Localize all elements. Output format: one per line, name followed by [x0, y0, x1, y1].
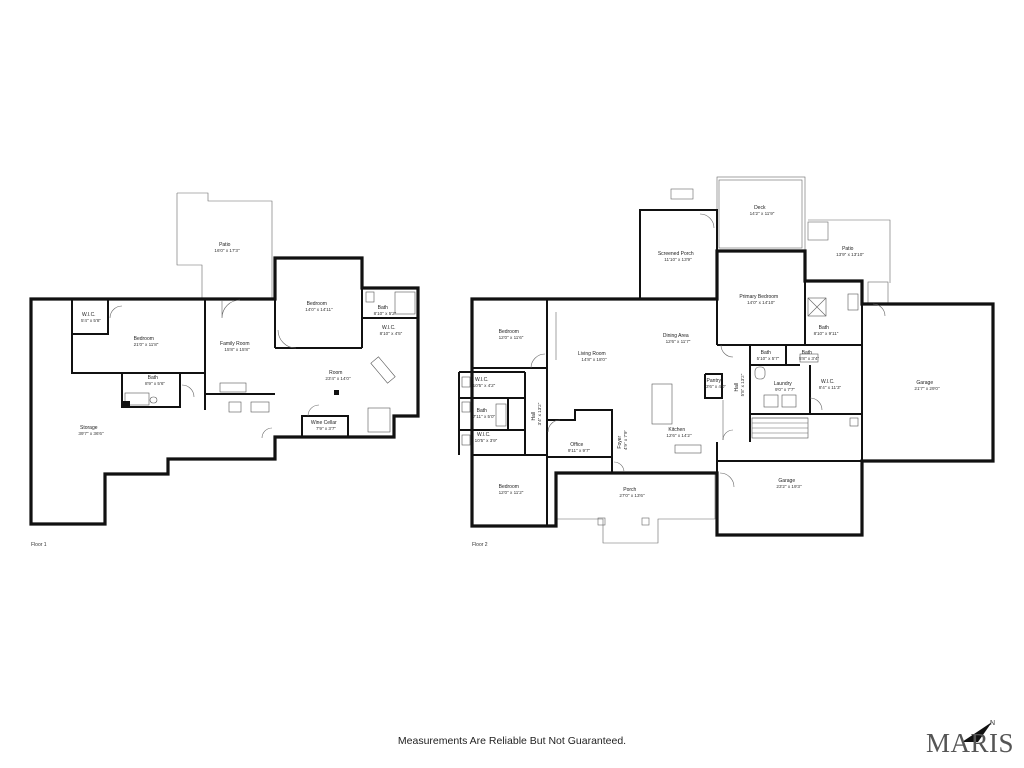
room-bedroom-f1-east: Bedroom 14'0" x 14'11" [305, 292, 333, 312]
room-bath-f2-c: Bath 7'11" x 5'0" [473, 399, 496, 419]
room-dining-area: Dining Area 12'6" x 11'7" [663, 324, 693, 344]
room-bath-f2-b: Bath 5'8" x 3'4" [799, 341, 819, 361]
room-primary-bedroom: Primary Bedroom 14'0" x 14'10" [739, 285, 782, 305]
room-bedroom-f2-south: Bedroom 12'0" x 11'2" [499, 475, 524, 495]
floor-1-outer-wall [29, 256, 420, 526]
room-bedroom-f2-north: Bedroom 12'0" x 11'6" [499, 320, 524, 340]
room-bath-primary: Bath 8'10" x 9'11" [814, 316, 839, 336]
room-hall-f2: Hall 5'8" x 13'2" [725, 373, 745, 396]
room-bath-f1-lower: Bath 8'9" x 5'6" [145, 366, 165, 386]
compass-arrow-icon: N [962, 720, 995, 742]
room-family-room: Family Room 15'8" x 15'8" [220, 332, 254, 352]
room-living-room: Living Room 14'8" x 18'0" [578, 342, 610, 362]
room-bedroom-f1-west: Bedroom 21'0" x 11'8" [134, 327, 159, 347]
floor-2-label: Floor 2 [472, 542, 488, 548]
compass-north-letter: N [990, 720, 995, 727]
room-storage: Storage 39'7" x 36'6" [78, 416, 104, 436]
room-garage-small: Garage 23'2" x 19'3" [776, 469, 802, 489]
room-pantry: Pantry 3'6" x 4'0" [706, 369, 726, 389]
room-wic-f2-c: W.I.C. 10'5" x 3'9" [475, 423, 498, 443]
room-bath-f1-upper: Bath 8'10" x 5'2" [374, 296, 397, 316]
floor-1-label: Floor 1 [31, 542, 47, 548]
room-bath-f2-a: Bath 5'10" x 5'7" [757, 341, 780, 361]
floor-2-outer-wall [470, 249, 995, 537]
floor-1-plan: Patio 16'0" x 17'3" W.I.C. 5'4" x 5'8" B… [29, 192, 420, 548]
svg-text:Hall 3'4" x 13'2": Hall 3'4" x 13'2" [522, 402, 542, 425]
room-wic-f1: W.I.C. 5'4" x 5'8" [81, 303, 101, 323]
maris-logo: MARIS [926, 728, 1015, 758]
room-kitchen: Kitchen 12'6" x 14'2" [666, 418, 692, 438]
disclaimer-text: Measurements Are Reliable But Not Guaran… [397, 735, 627, 747]
room-office: Office 9'11" x 9'7" [568, 433, 591, 453]
room-wic-f1-east: W.I.C. 8'10" x 4'5" [380, 316, 403, 336]
room-laundry: Laundry 9'0" x 7'7" [774, 372, 797, 392]
room-porch: Porch 27'0" x 13'6" [619, 478, 645, 498]
room-garage-large: Garage 21'7" x 29'0" [914, 371, 940, 391]
svg-text:Hall 5'8" x 13'2": Hall 5'8" x 13'2" [725, 373, 745, 396]
room-wic-f2-b: W.I.C. 8'4" x 11'3" [819, 370, 842, 390]
room-patio-f2: Patio 13'9" x 13'10" [836, 237, 864, 257]
room-foyer: Foyer 4'9" x 7'9" [608, 430, 628, 450]
floor-2-plan: Deck 14'2" x 11'9" Patio 13'9" x 13'10" … [458, 176, 995, 548]
room-patio-f1: Patio 16'0" x 17'3" [214, 233, 240, 253]
room-screened-porch: Screened Porch 11'10" x 13'9" [658, 242, 698, 262]
svg-text:Foyer 4'9" x 7'9": Foyer 4'9" x 7'9" [608, 430, 628, 450]
room-wine-cellar: Wine Cellar 7'9" x 3'7" [311, 411, 341, 431]
room-wic-f2-a: W.I.C. 10'5" x 4'2" [473, 368, 496, 388]
room-deck: Deck 14'2" x 11'9" [750, 196, 775, 216]
room-room-f1: Room 23'4" x 14'0" [325, 361, 351, 381]
room-hall-f2-b: Hall 3'4" x 13'2" [522, 402, 542, 425]
